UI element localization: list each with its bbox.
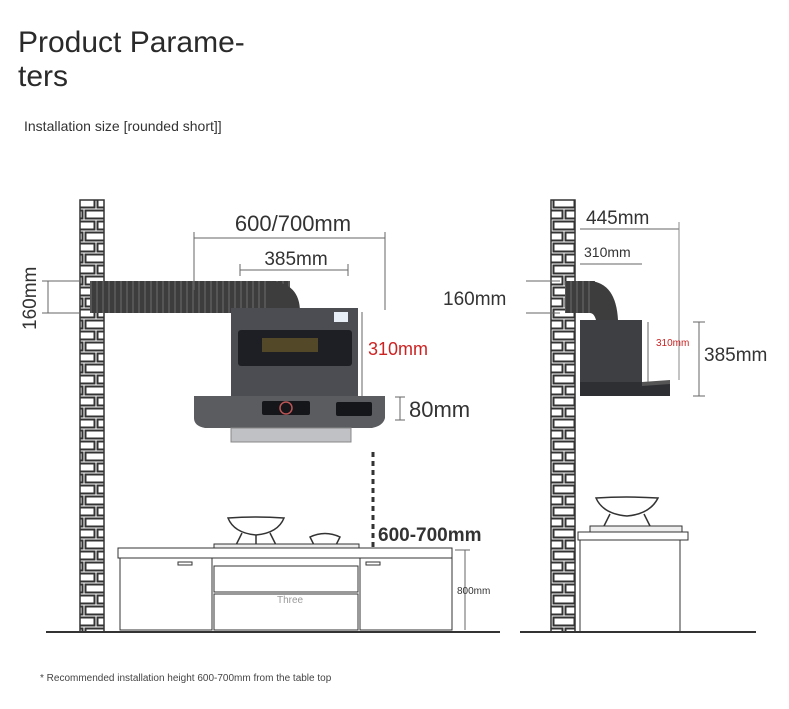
front-duct-elbow	[270, 281, 300, 316]
left-brick-wall	[79, 199, 105, 633]
burner-icon	[308, 532, 342, 546]
wok-icon	[226, 516, 286, 536]
front-cabinet-top	[117, 547, 453, 559]
hood-knob-icon	[279, 401, 293, 415]
side-hood-body	[580, 320, 642, 386]
hood-touch-panel	[336, 402, 372, 416]
front-duct	[90, 281, 290, 313]
footnote: * Recommended installation height 600-70…	[40, 673, 332, 684]
side-inner-depth-label: 310mm	[584, 244, 631, 260]
front-cabinet-middle-bottom	[213, 593, 359, 631]
page-title: Product Parame- ters	[18, 26, 318, 94]
panel-height-label: 80mm	[409, 397, 470, 422]
counter-height-label: 800mm	[457, 586, 490, 597]
side-duct-height-label: 160mm	[443, 289, 506, 310]
cabinet-text: Three	[277, 595, 304, 606]
hood-label-sticker	[334, 312, 348, 322]
cabinet-handle-right	[365, 561, 381, 566]
side-hood-lip	[642, 380, 670, 386]
front-cabinet-right	[359, 557, 453, 631]
front-duct-height-label: 160mm	[20, 267, 41, 330]
hood-filter	[230, 427, 352, 443]
inner-width-label: 385mm	[264, 249, 327, 270]
side-total-height-label: 385mm	[704, 345, 767, 366]
side-wok-stand	[603, 513, 651, 527]
install-height-label: 600-700mm	[378, 525, 482, 546]
hood-control-display	[262, 401, 310, 415]
wok-stand	[235, 532, 277, 546]
side-depth-label: 445mm	[586, 208, 649, 229]
hood-display-glow	[262, 338, 318, 352]
subtitle: Installation size [rounded short]]	[24, 118, 222, 134]
side-body-height-label: 310mm	[656, 338, 689, 349]
title-line-1: Product Parame-	[18, 26, 245, 59]
title-line-2: ters	[18, 60, 69, 93]
width-label: 600/700mm	[235, 211, 351, 236]
cabinet-handle-left	[177, 561, 193, 566]
right-brick-wall	[550, 199, 576, 633]
side-cabinet	[579, 539, 681, 633]
side-wok-icon	[594, 496, 660, 517]
side-stove-top	[589, 525, 683, 533]
front-cabinet-middle-top	[213, 565, 359, 593]
front-cabinet-left	[119, 557, 213, 631]
side-duct-elbow	[590, 281, 618, 320]
side-cabinet-top	[577, 531, 689, 541]
body-height-label: 310mm	[368, 339, 428, 359]
